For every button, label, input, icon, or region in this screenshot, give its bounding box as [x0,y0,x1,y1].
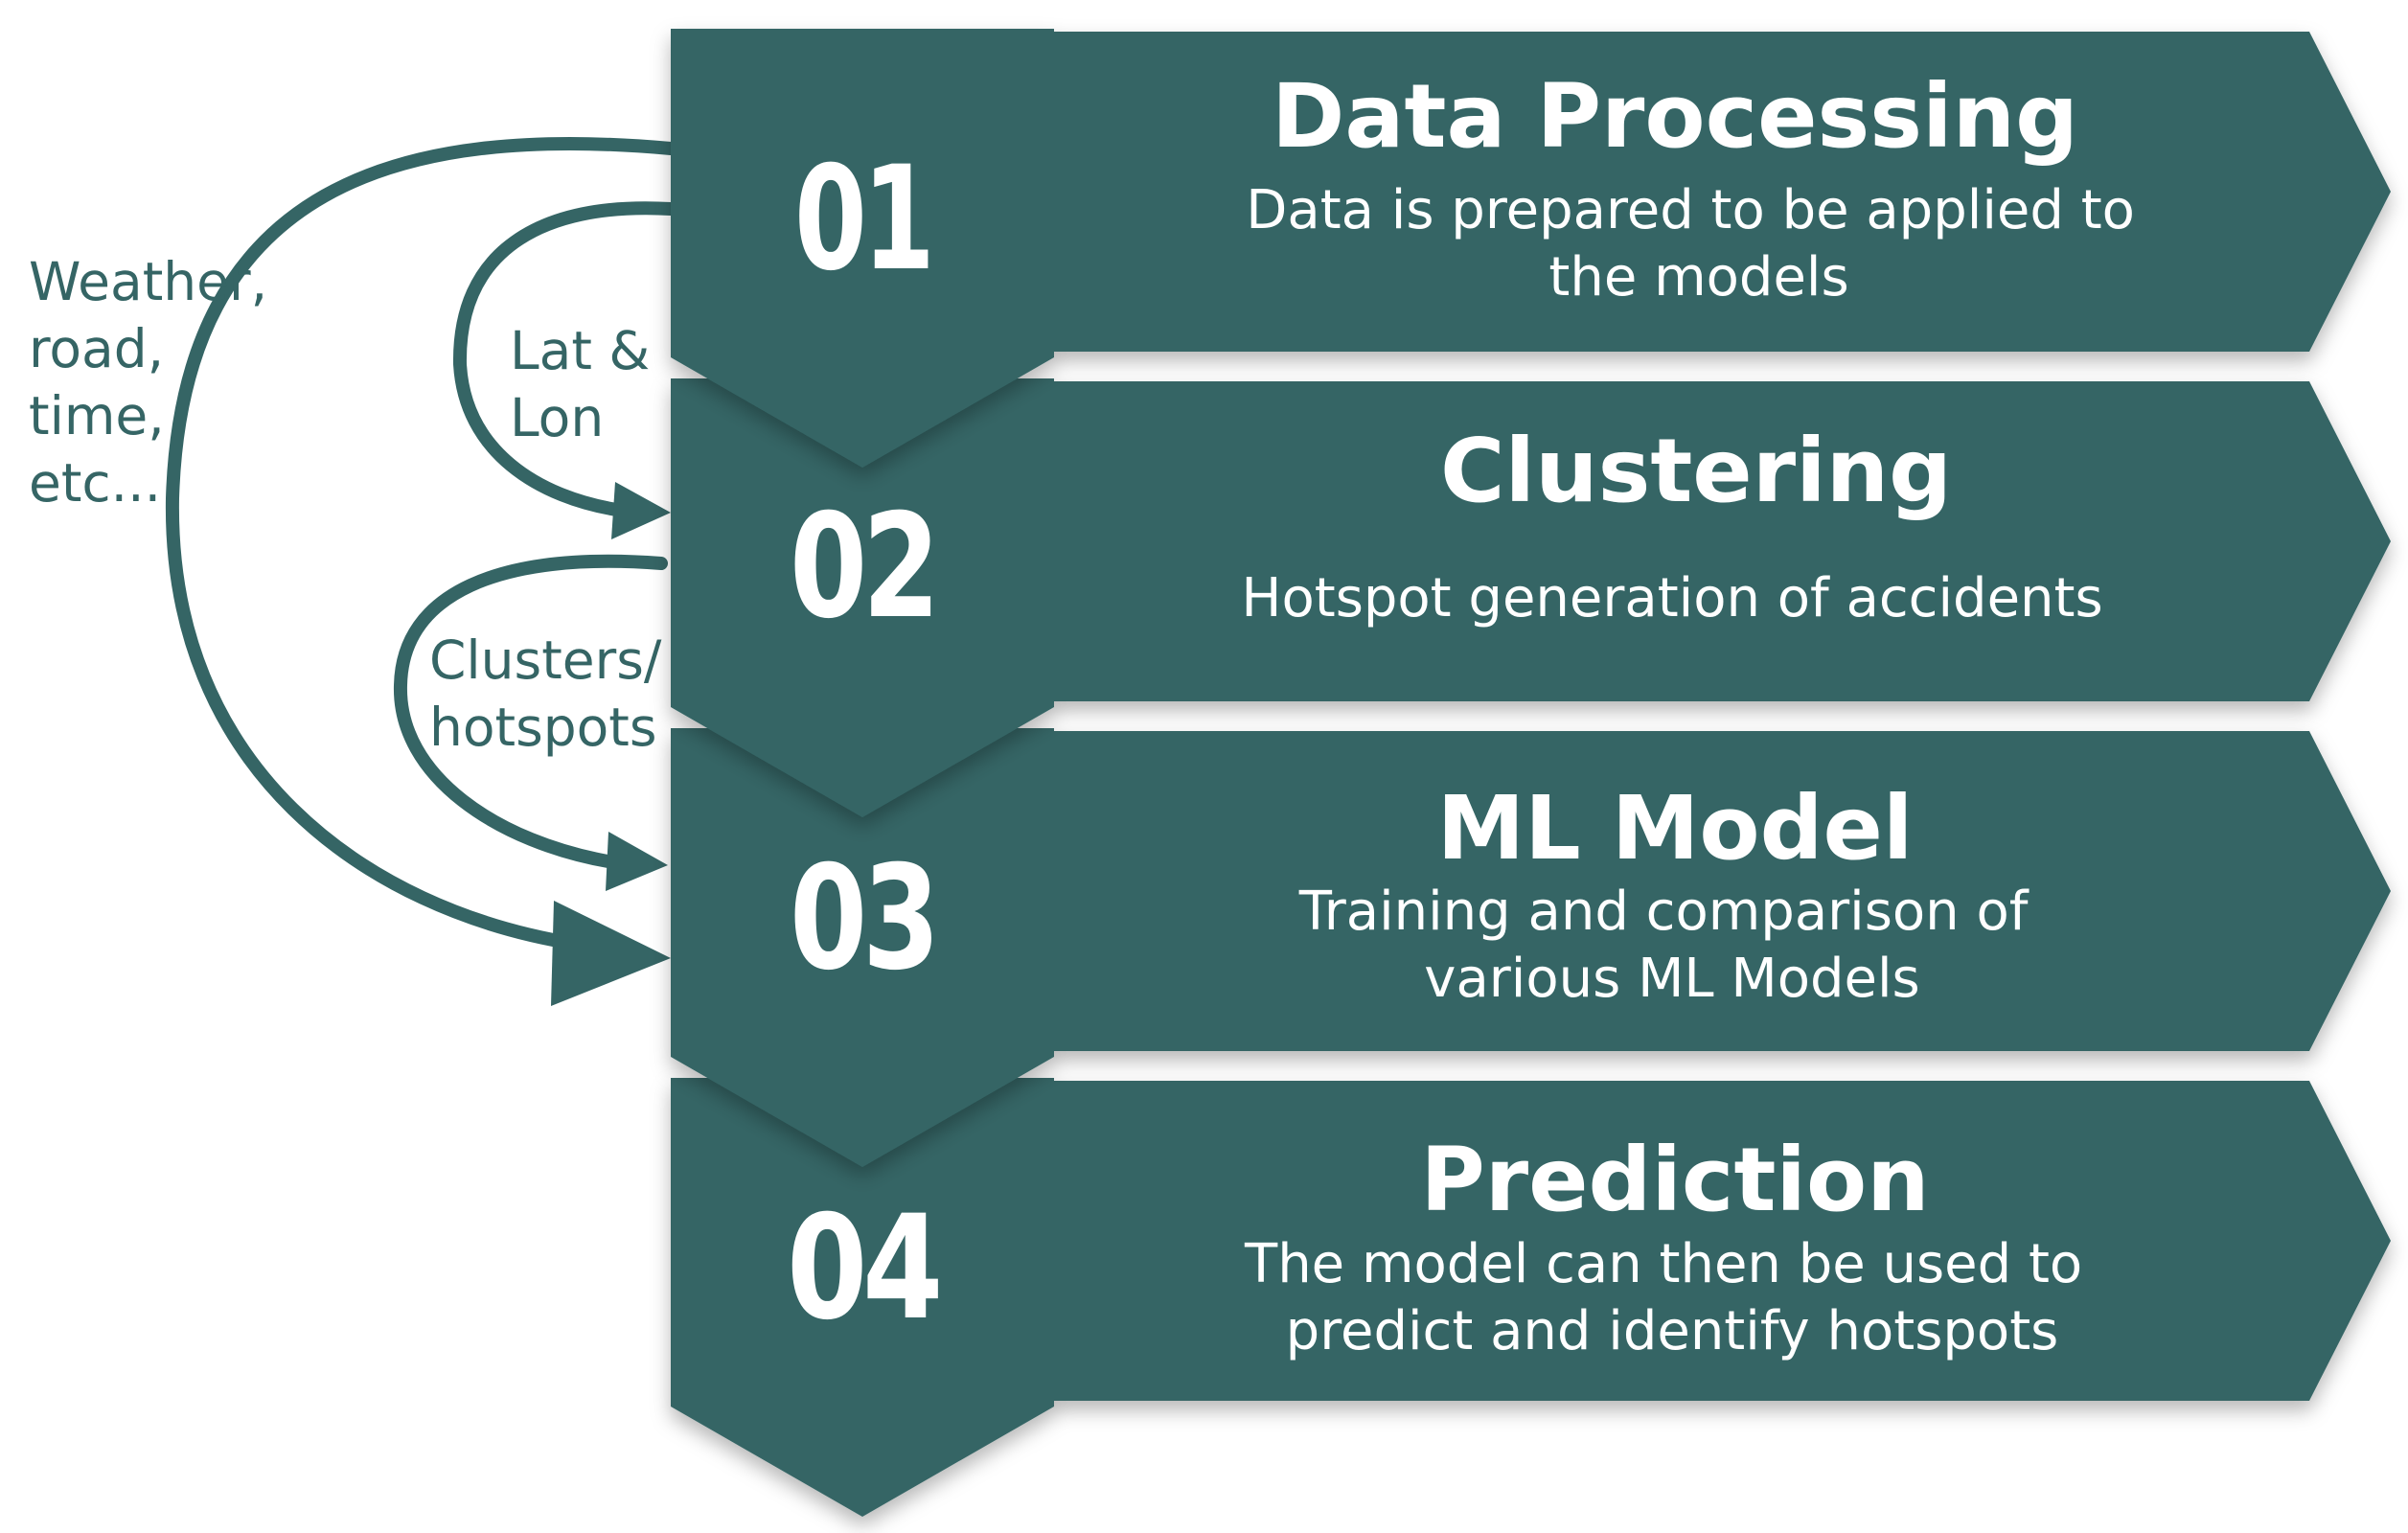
arrowhead-weather [551,901,671,1006]
flow-label-weather: Weather, road, time, etc... [29,251,285,514]
arrowhead-latlon [611,482,671,539]
flow-label-clusters: Clusters/ hotspots [429,629,678,758]
step-02: 02 Clustering Hotspot generation of acci… [671,378,2391,817]
step-02-title: Clustering [1440,420,1952,522]
step-03-title: ML Model [1437,777,1914,880]
flow-arrow-weather [165,136,677,950]
step-03-number: 03 [790,835,935,1002]
step-04-title: Prediction [1420,1129,1929,1231]
flow-label-latlon: Lat & Lon [510,320,667,448]
step-01-title: Data Processing [1272,65,2078,168]
flow-arrow-clusters [393,554,668,869]
step-02-description: Hotspot generation of accidents [1241,567,2102,629]
step-01-description: Data is prepared to be applied to the mo… [1246,179,2151,309]
step-04-description: The model can then be used to predict an… [1244,1233,2099,1362]
arrowhead-clusters [606,832,668,891]
step-01: 01 Data Processing Data is prepared to b… [671,29,2391,468]
step-04-shape [671,1078,2391,1517]
step-03-shape [671,728,2391,1167]
flow-arrow-latlon [452,201,677,517]
step-02-number: 02 [790,484,935,651]
step-04: 04 Prediction The model can then be used… [671,1078,2391,1517]
step-03-description: Training and comparison of various ML Mo… [1298,881,2046,1010]
flow-arrows [165,136,677,950]
flow-arrowheads [551,482,671,1006]
step-01-shape [671,29,2391,468]
step-03: 03 ML Model Training and comparison of v… [671,728,2391,1167]
step-02-shape [671,378,2391,817]
step-01-number: 01 [794,136,930,303]
step-04-number: 04 [787,1185,938,1352]
